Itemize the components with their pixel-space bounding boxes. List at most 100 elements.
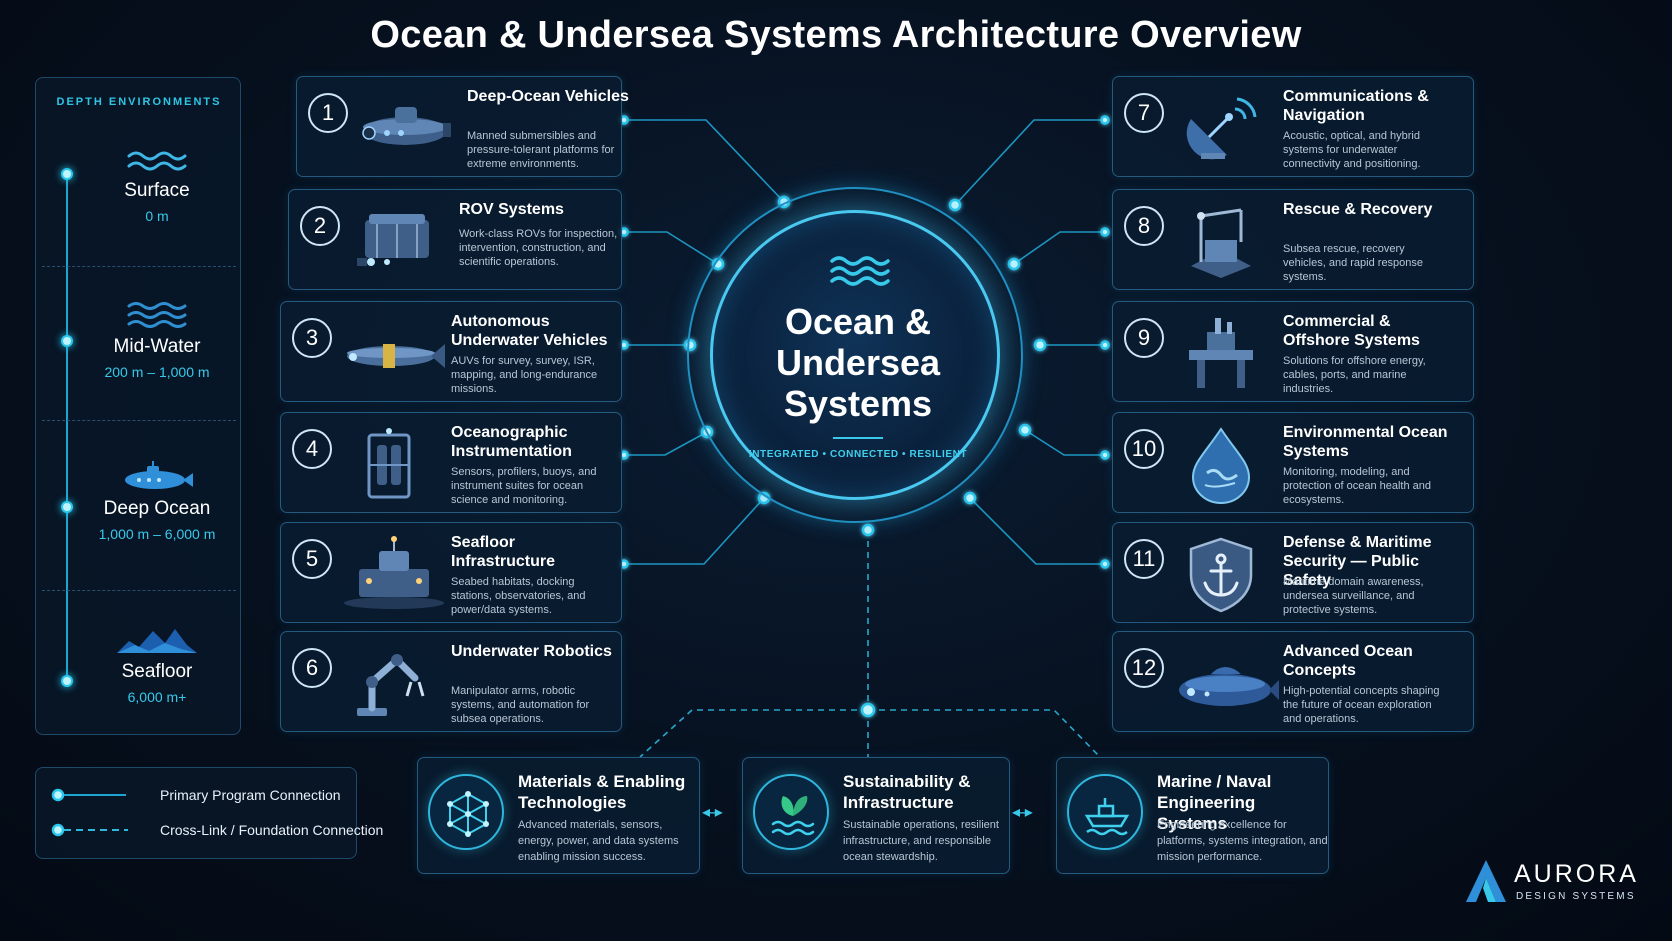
card-title: Commercial & Offshore Systems — [1283, 313, 1420, 349]
depth-panel-heading: DEPTH ENVIRONMENTS — [56, 96, 222, 108]
program-card-rescue-recovery[interactable]: 8 Rescue & Recovery Subsea rescue, recov… — [1112, 189, 1474, 290]
card-description: High-potential concepts shaping the futu… — [1283, 685, 1440, 725]
anchor-shield-icon — [1189, 537, 1253, 613]
foundation-marine-naval-engineering[interactable]: Marine / Naval Engineering Systems Engin… — [1056, 757, 1329, 874]
card-number: 2 — [300, 206, 340, 246]
card-title: Defense & Maritime Security — Public Saf… — [1283, 534, 1432, 589]
program-card-communications-navigation[interactable]: 7 Communications & Navigation Acoustic, … — [1112, 76, 1474, 177]
aurora-logo-mark-icon — [1466, 860, 1506, 902]
card-number: 7 — [1124, 93, 1164, 133]
card-title: Autonomous Underwater Vehicles — [451, 313, 608, 349]
card-number: 11 — [1124, 539, 1164, 579]
card-number: 12 — [1124, 648, 1164, 688]
program-card-auv[interactable]: 3 Autonomous Underwater Vehicles AUVs fo… — [280, 301, 622, 402]
seafloor-icon — [117, 629, 197, 653]
program-card-seafloor-infrastructure[interactable]: 5 Seafloor Infrastructure Seabed habitat… — [280, 522, 622, 623]
depth-level-name: Mid-Water — [113, 336, 201, 357]
foundation-icon-badge — [1067, 774, 1143, 850]
foundation-title: Sustainability & Infrastructure — [843, 772, 971, 812]
legend: Primary Program Connection Cross-Link / … — [35, 767, 383, 859]
depth-level-range: 6,000 m+ — [127, 689, 187, 705]
depth-marker — [61, 501, 73, 513]
program-card-underwater-robotics[interactable]: 6 Underwater Robotics Manipulator arms, … — [280, 631, 622, 732]
depth-level-seafloor: Seafloor 6,000 m+ — [76, 621, 238, 705]
card-title: Deep-Ocean Vehicles — [467, 88, 629, 105]
foundation-description: Advanced materials, sensors, energy, pow… — [518, 819, 679, 863]
page-title: Ocean & Undersea Systems Architecture Ov… — [370, 14, 1302, 56]
program-card-advanced-ocean-concepts[interactable]: 12 Advanced Ocean Concepts High-potentia… — [1112, 631, 1474, 732]
program-card-environmental-ocean[interactable]: 10 Environmental Ocean Systems Monitorin… — [1112, 412, 1474, 513]
aurora-logo: AURORA DESIGN SYSTEMS — [1464, 858, 1636, 904]
legend-primary: Primary Program Connection — [50, 785, 350, 805]
hub-subtitle: INTEGRATED • CONNECTED • RESILIENT — [748, 449, 968, 460]
card-description: Seabed habitats, docking stations, obser… — [451, 576, 586, 616]
bidirectional-arrow-icon: ◂--▸ — [702, 804, 723, 821]
depth-level-name: Seafloor — [121, 661, 193, 682]
robotic-arm-icon — [357, 654, 425, 716]
logo-tagline: DESIGN SYSTEMS — [1516, 891, 1636, 902]
submarine-icon — [125, 461, 193, 489]
card-description: AUVs for survey, survey, ISR, mapping, a… — [451, 355, 598, 395]
depth-divider — [42, 266, 236, 267]
depth-level-surface: Surface 0 m — [76, 148, 238, 224]
seafloor-station-icon — [344, 536, 444, 609]
hub-divider — [833, 437, 883, 439]
legend-label: Primary Program Connection — [160, 787, 341, 803]
auv-icon — [347, 344, 445, 368]
card-number: 4 — [292, 429, 332, 469]
card-description: Manipulator arms, robotic systems, and a… — [451, 685, 590, 725]
program-card-rov-systems[interactable]: 2 ROV Systems Work-class ROVs for inspec… — [288, 189, 622, 290]
program-card-oceanographic-instrumentation[interactable]: 4 Oceanographic Instrumentation Sensors,… — [280, 412, 622, 513]
depth-axis-line — [66, 174, 68, 684]
depth-level-range: 0 m — [145, 208, 169, 224]
card-number: 8 — [1124, 206, 1164, 246]
solid-line-swatch — [51, 788, 126, 802]
depth-divider — [42, 590, 236, 591]
dashed-line-swatch — [51, 823, 128, 837]
recovery-frame-icon — [1191, 208, 1251, 278]
depth-marker — [61, 335, 73, 347]
satellite-dish-icon — [1186, 97, 1257, 160]
bidirectional-arrow-icon: ◂--▸ — [1012, 804, 1033, 821]
card-title: Oceanographic Instrumentation — [451, 424, 572, 460]
hub-title-line: Ocean & — [784, 301, 932, 342]
foundation-title: Materials & Enabling Technologies — [518, 772, 686, 812]
card-description: Monitoring, modeling, and protection of … — [1283, 466, 1432, 506]
foundation-sustainability-infrastructure[interactable]: Sustainability & Infrastructure Sustaina… — [742, 757, 1010, 874]
foundation-icon-badge — [428, 774, 504, 850]
rov-icon — [357, 214, 429, 266]
card-title: Communications & Navigation — [1283, 88, 1429, 124]
card-title: ROV Systems — [459, 201, 564, 218]
card-number: 6 — [292, 648, 332, 688]
card-number: 5 — [292, 539, 332, 579]
card-number: 9 — [1124, 318, 1164, 358]
leaf-waves-icon — [771, 796, 815, 836]
card-description: Manned submersibles and pressure-toleran… — [467, 130, 615, 170]
foundation-title: Marine / Naval Engineering Systems — [1157, 772, 1272, 833]
molecule-network-icon — [447, 791, 489, 837]
central-hub[interactable]: Ocean & Undersea Systems INTEGRATED • CO… — [710, 210, 1000, 500]
depth-level-name: Surface — [124, 180, 190, 201]
foundation-materials-technologies[interactable]: Materials & Enabling Technologies Advanc… — [417, 757, 700, 874]
program-card-defense-maritime-security[interactable]: 11 Defense & Maritime Security — Public … — [1112, 522, 1474, 623]
card-title: Seafloor Infrastructure — [451, 534, 556, 570]
card-description: Subsea rescue, recovery vehicles, and ra… — [1283, 243, 1424, 283]
depth-marker — [61, 675, 73, 687]
waves-icon — [127, 302, 187, 328]
waves-icon — [127, 151, 187, 171]
foundation-description: Sustainable operations, resilient infras… — [843, 819, 999, 863]
program-card-commercial-offshore[interactable]: 9 Commercial & Offshore Systems Solution… — [1112, 301, 1474, 402]
foundation-icon-badge — [753, 774, 829, 850]
hub-title-line: Systems — [783, 383, 933, 424]
offshore-platform-icon — [1189, 318, 1253, 388]
depth-environments-panel: DEPTH ENVIRONMENTS Surface 0 m Mid-Water… — [35, 77, 241, 735]
depth-level-deep-ocean: Deep Ocean 1,000 m – 6,000 m — [76, 460, 238, 542]
program-card-deep-ocean-vehicles[interactable]: 1 Deep-Ocean Vehicles Manned submersible… — [296, 76, 629, 177]
hub-title-line: Undersea — [775, 342, 941, 383]
card-description: Work-class ROVs for inspection, interven… — [459, 228, 618, 268]
depth-divider — [42, 420, 236, 421]
instrument-frame-icon — [367, 428, 411, 499]
logo-name: AURORA — [1514, 860, 1639, 888]
card-description: Solutions for offshore energy, cables, p… — [1283, 355, 1426, 395]
card-number: 10 — [1124, 429, 1164, 469]
